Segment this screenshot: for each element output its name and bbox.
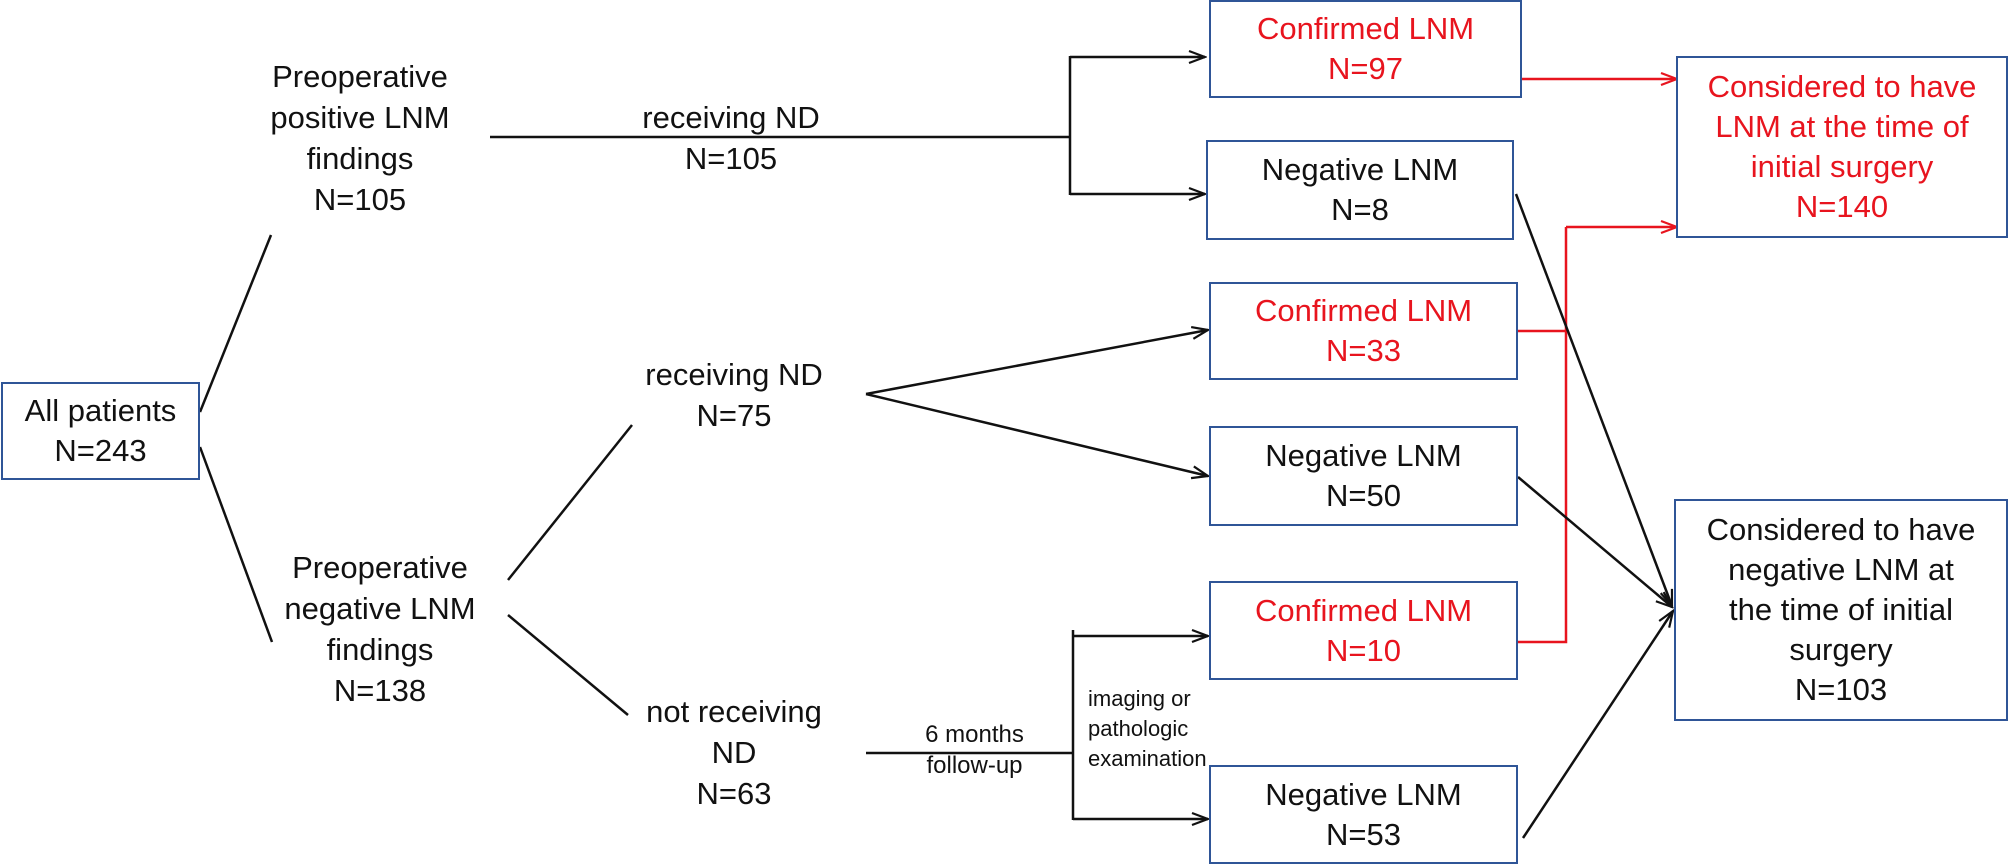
confirmed-lnm-33-box: Confirmed LNM N=33	[1209, 282, 1518, 380]
confirmed-lnm-10-count: N=10	[1326, 632, 1401, 668]
all-patients-count: N=243	[54, 433, 147, 468]
outcome-lnm-positive-count: N=140	[1795, 189, 1889, 224]
confirmed-lnm-97-count: N=97	[1328, 51, 1403, 86]
negative-lnm-8-count: N=8	[1331, 192, 1389, 227]
arrow-53-to-outcome-neg	[1521, 611, 1673, 839]
all-patients-label: All patients	[24, 393, 177, 428]
negative-lnm-50-count: N=50	[1326, 478, 1401, 513]
outcome-lnm-positive-box: Considered to have LNM at the time of in…	[1676, 56, 2008, 238]
receiving-nd-mid-label: receiving ND N=75	[614, 354, 854, 436]
preoperative-negative-label: Preoperative negative LNM findings N=138	[260, 547, 500, 711]
arrow-50-to-outcome-neg	[1517, 476, 1672, 607]
red-connector-33-10	[1503, 329, 1568, 644]
edge-negative-to-not-receiving	[507, 614, 629, 716]
edge-all-to-negative	[198, 446, 274, 643]
examination-label: imaging or pathologic examination	[1088, 686, 1207, 771]
not-receiving-nd-count: N=63	[696, 776, 772, 811]
negative-lnm-50-box: Negative LNM N=50	[1209, 426, 1518, 526]
preoperative-positive-label: Preoperative positive LNM findings N=105	[240, 56, 480, 220]
all-patients-box: All patients N=243	[1, 382, 200, 480]
receiving-nd-mid-count: N=75	[696, 398, 772, 433]
negative-lnm-8-box: Negative LNM N=8	[1206, 140, 1514, 240]
confirmed-lnm-97-box: Confirmed LNM N=97	[1209, 0, 1522, 98]
outcome-lnm-negative-box: Considered to have negative LNM at the t…	[1674, 499, 2008, 721]
edge-all-to-positive	[198, 234, 273, 413]
receiving-nd-top-label: receiving ND N=105	[611, 97, 851, 179]
arrow-8-to-outcome-neg	[1514, 193, 1674, 606]
confirmed-lnm-33-count: N=33	[1326, 333, 1401, 368]
negative-lnm-53-count: N=53	[1326, 816, 1401, 852]
preoperative-negative-count: N=138	[333, 673, 427, 708]
arrow-to-negative-50	[865, 392, 1208, 476]
arrow-to-confirmed-33	[865, 330, 1208, 396]
confirmed-lnm-10-box: Confirmed LNM N=10	[1209, 581, 1518, 680]
receiving-nd-top-count: N=105	[684, 141, 778, 176]
preoperative-positive-count: N=105	[313, 182, 407, 217]
not-receiving-nd-label: not receiving ND N=63	[614, 691, 854, 814]
followup-label: 6 months follow-up	[925, 721, 1024, 779]
negative-lnm-53-box: Negative LNM N=53	[1209, 765, 1518, 864]
edge-negative-to-receiving	[507, 424, 633, 581]
outcome-lnm-negative-count: N=103	[1794, 672, 1888, 707]
